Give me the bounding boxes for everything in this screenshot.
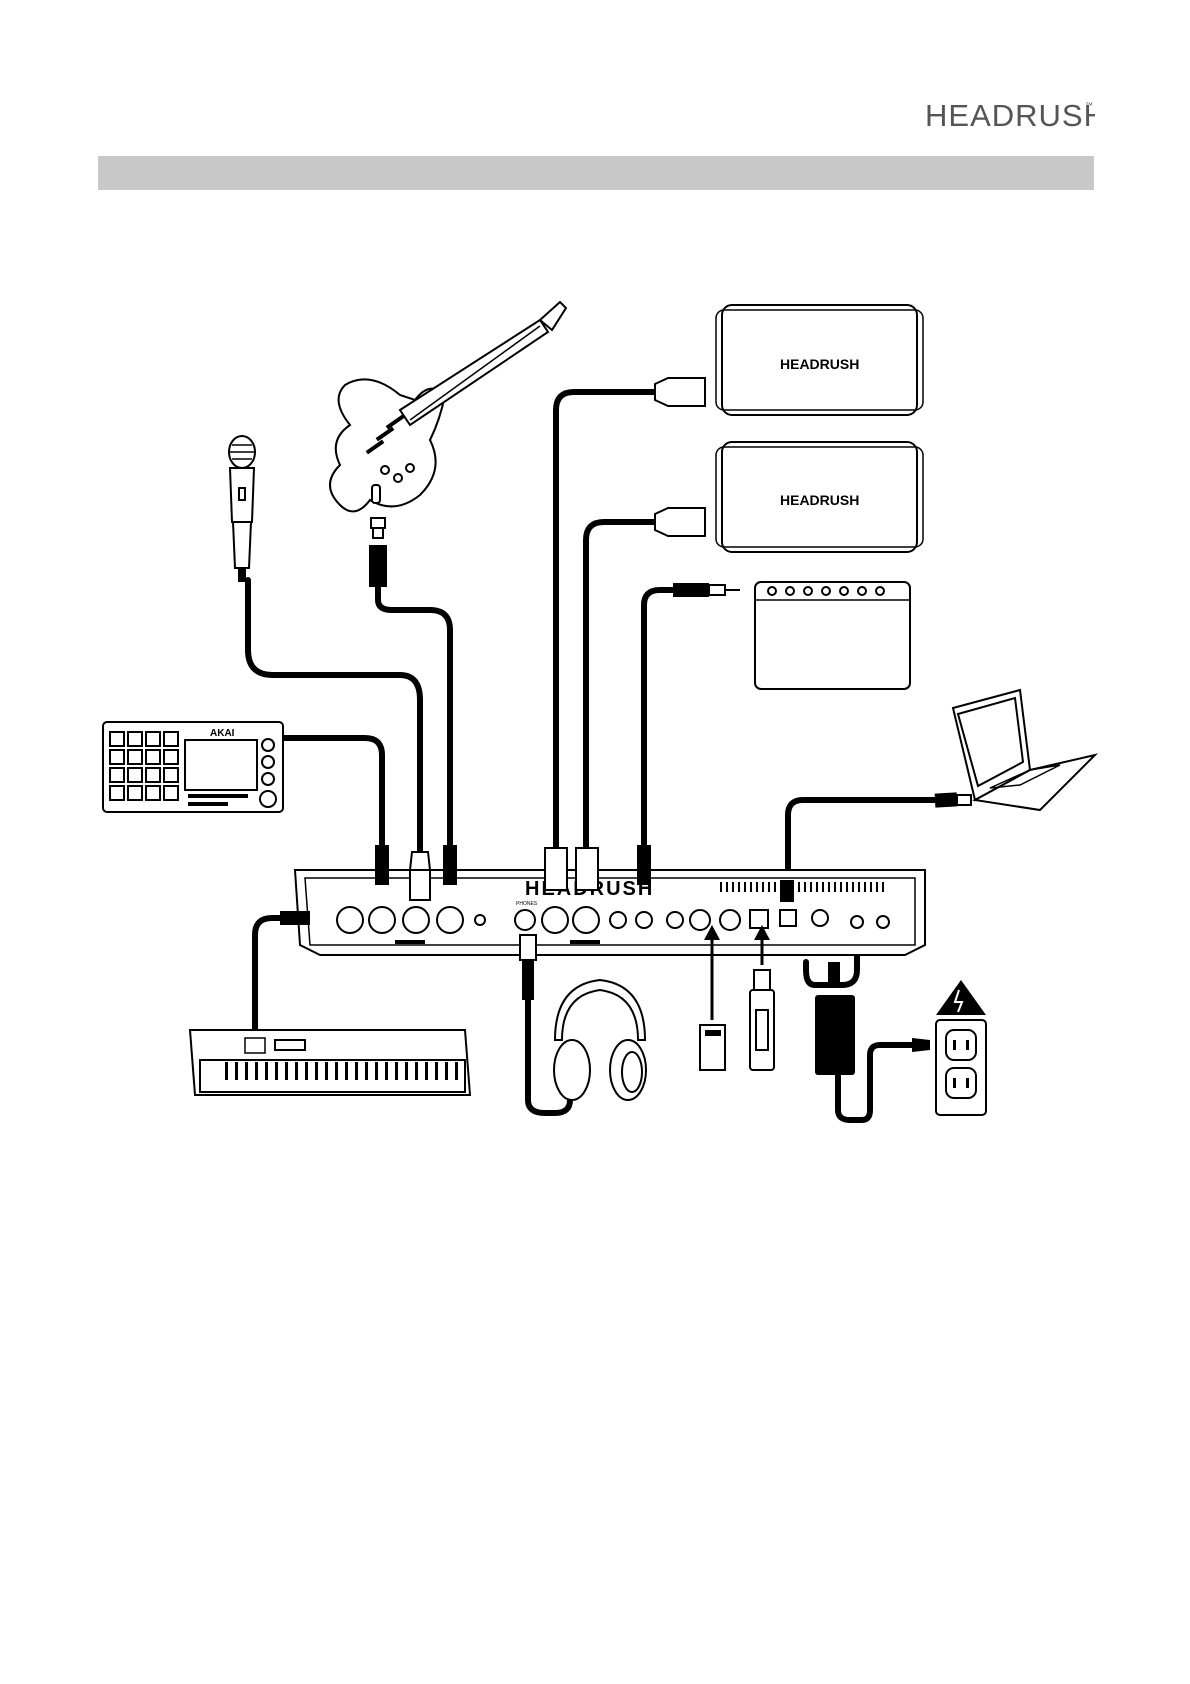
amplifier-illustration: [673, 582, 910, 689]
speaker-top-label: HEADRUSH: [780, 356, 859, 372]
speaker-bottom-cable: [586, 522, 660, 850]
microphone-illustration: [229, 436, 255, 582]
laptop-illustration: [935, 690, 1095, 810]
speaker-bottom-label: HEADRUSH: [780, 492, 859, 508]
guitar-illustration: [330, 302, 566, 587]
amp-cable: [644, 590, 680, 850]
keyboard-illustration: [190, 1030, 470, 1095]
speaker-top: HEADRUSH: [655, 305, 923, 415]
speaker-bottom: HEADRUSH: [655, 442, 923, 552]
main-unit-rear-panel: HEADRUSH PHONES: [295, 870, 925, 955]
sampler-illustration: AKAI: [103, 722, 283, 812]
wall-outlet-illustration: [936, 980, 986, 1115]
phones-label: PHONES: [516, 901, 538, 907]
headphones-illustration: [520, 935, 646, 1100]
keyboard-cable: [255, 918, 285, 1030]
guitar-cable: [378, 585, 450, 850]
sampler-brand: AKAI: [210, 728, 235, 739]
sampler-cable: [280, 738, 382, 850]
